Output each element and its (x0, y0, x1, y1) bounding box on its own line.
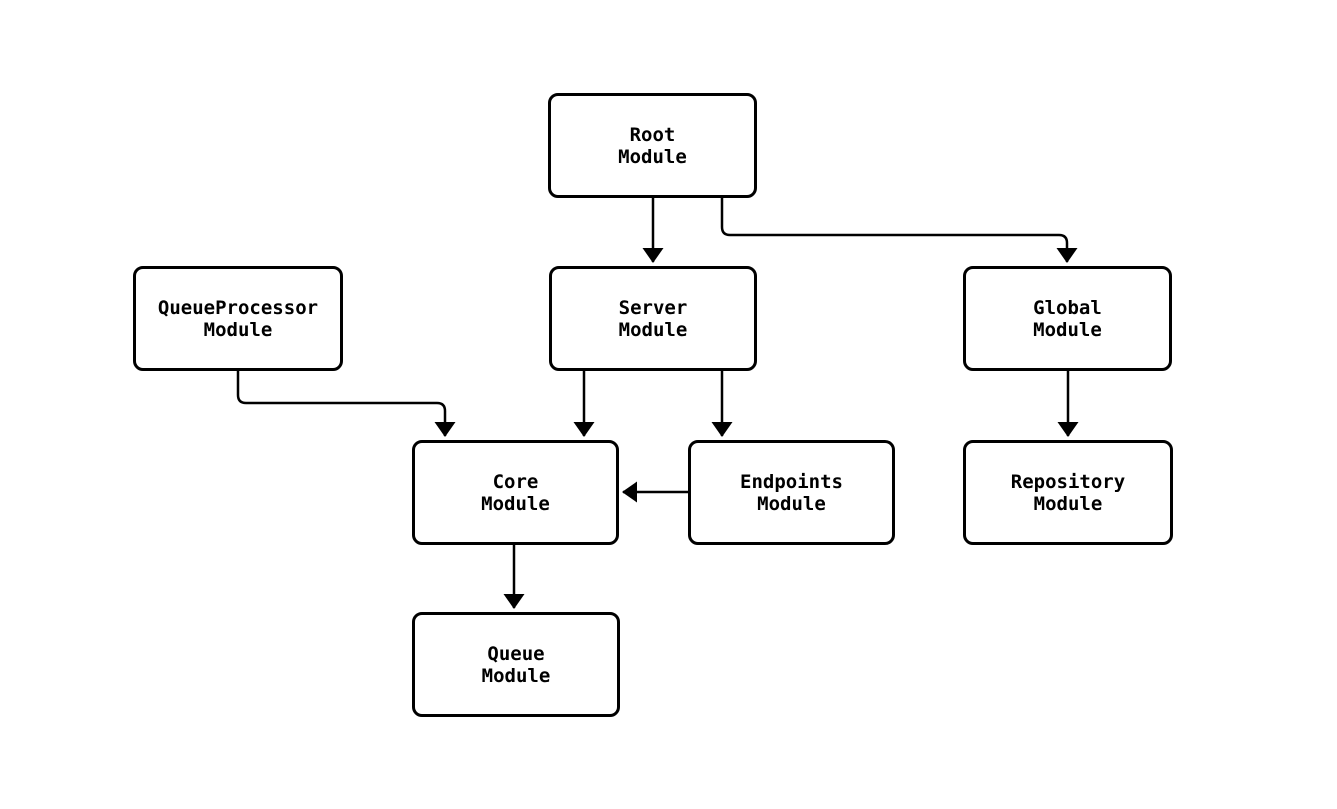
node-label-line: Root (629, 123, 676, 146)
node-label-line: Module (1033, 318, 1102, 341)
edge-root-to-global (720, 198, 1078, 263)
node-label-line: Module (1033, 492, 1103, 515)
node-label-line: Module (757, 492, 826, 515)
node-label-line: Server (618, 296, 688, 319)
node-label-line: Module (481, 492, 550, 515)
node-repository-module: Repository Module (963, 440, 1173, 545)
node-label-line: QueueProcessor (157, 296, 319, 319)
node-queue-module: Queue Module (412, 612, 620, 717)
node-endpoints-module: Endpoints Module (688, 440, 895, 545)
node-label-line: Queue (487, 642, 545, 665)
node-queueprocessor-module: QueueProcessor Module (133, 266, 343, 371)
node-root-module: Root Module (548, 93, 757, 198)
node-server-module: Server Module (549, 266, 757, 371)
node-label-line: Repository (1010, 470, 1126, 493)
node-label-line: Module (481, 664, 551, 687)
node-label-line: Endpoints (740, 470, 843, 493)
node-label-line: Module (618, 145, 687, 168)
node-label-line: Module (618, 318, 688, 341)
node-global-module: Global Module (963, 266, 1172, 371)
edge-queueprocessor-to-core (236, 371, 456, 437)
node-label-line: Core (492, 470, 539, 493)
node-label-line: Global (1033, 296, 1102, 319)
node-label-line: Module (203, 318, 273, 341)
node-core-module: Core Module (412, 440, 619, 545)
